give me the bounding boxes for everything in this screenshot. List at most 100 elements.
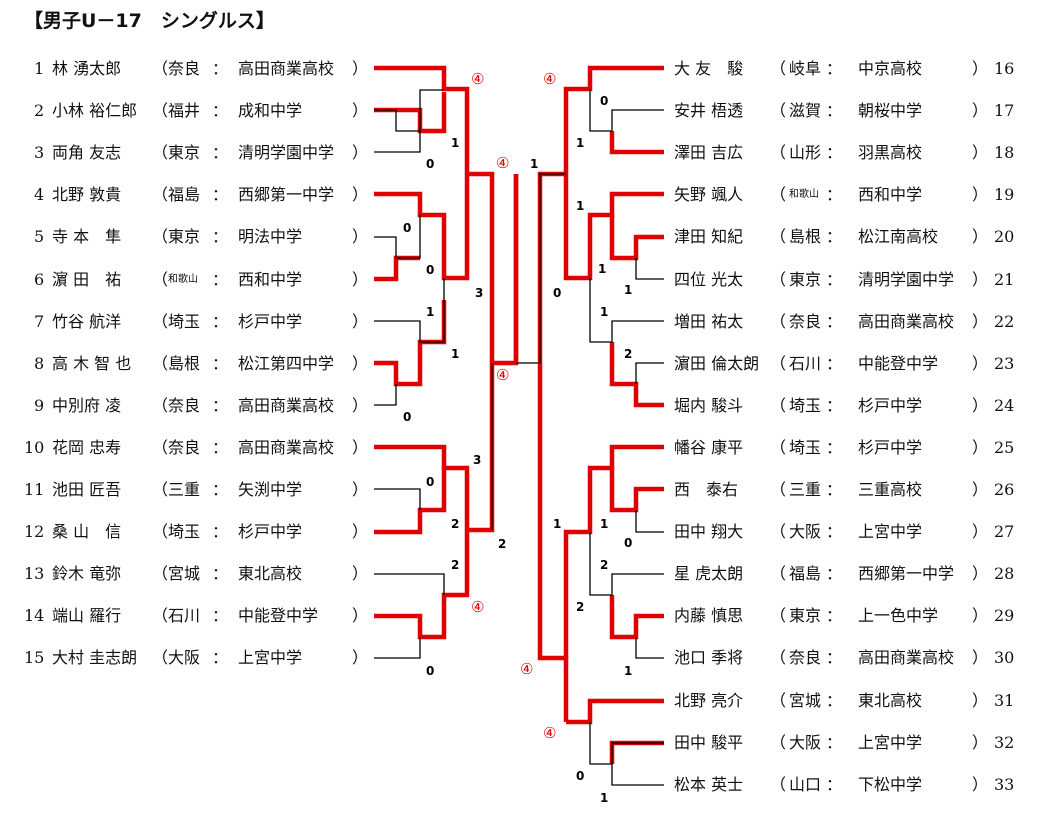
- paren-close: ）: [972, 522, 989, 542]
- colon: ：: [212, 648, 229, 668]
- loser-line: [374, 384, 397, 406]
- paren-open: （: [770, 774, 787, 794]
- player-row: 安井 梧透（滋賀：朝桜中学）17: [0, 100, 1046, 122]
- loser-line: [635, 362, 664, 384]
- paren-close: ）: [972, 648, 989, 668]
- paren-open: （: [152, 606, 169, 626]
- player-school: 中能登中学: [238, 606, 319, 626]
- paren-open: （: [770, 269, 787, 289]
- player-school: 松江第四中学: [238, 353, 335, 373]
- player-name: 澤田 吉広: [674, 143, 744, 163]
- paren-open: （: [770, 59, 787, 78]
- colon: ：: [212, 395, 229, 415]
- player-school: 清明学園中学: [238, 143, 335, 163]
- player-prefecture: 東京: [789, 269, 822, 289]
- player-name: 鈴木 竜弥: [52, 564, 122, 584]
- player-prefecture: 宮城: [789, 690, 822, 710]
- player-seed: 2: [34, 101, 45, 121]
- score-label: 1: [576, 136, 584, 150]
- player-seed: 29: [994, 606, 1015, 626]
- player-name: 池田 匠吾: [52, 480, 122, 499]
- paren-open: （: [770, 648, 787, 668]
- loser-line: [635, 637, 664, 659]
- paren-close: ）: [352, 311, 369, 331]
- player-name: 端山 羅行: [52, 606, 122, 626]
- player-name: 小林 裕仁郎: [52, 101, 138, 121]
- paren-open: （: [152, 437, 169, 457]
- score-label: 1: [600, 791, 608, 805]
- colon: ：: [826, 437, 843, 457]
- colon: ：: [826, 395, 843, 415]
- loser-line: [589, 89, 664, 132]
- paren-open: （: [770, 480, 787, 499]
- player-school: 西和中学: [238, 269, 303, 289]
- paren-close: ）: [972, 353, 989, 373]
- player-seed: 22: [994, 311, 1015, 331]
- player-row: 北野 亮介（宮城：東北高校）31: [0, 690, 1046, 712]
- colon: ：: [212, 59, 229, 78]
- paren-open: （: [152, 269, 169, 289]
- player-name: 幡谷 康平: [674, 437, 744, 457]
- win-mark: ④: [543, 724, 556, 742]
- player-seed: 3: [34, 143, 45, 163]
- paren-close: ）: [972, 185, 989, 205]
- paren-open: （: [152, 395, 169, 415]
- colon: ：: [212, 143, 229, 163]
- score-label: 2: [498, 537, 506, 551]
- loser-line: [374, 89, 444, 132]
- score-label: 0: [426, 157, 434, 171]
- winner-line: [566, 698, 664, 725]
- player-seed: 33: [994, 774, 1015, 794]
- player-seed: 28: [994, 564, 1015, 584]
- paren-close: ）: [972, 690, 989, 710]
- player-seed: 1: [34, 59, 45, 78]
- player-prefecture: 奈良: [168, 437, 201, 457]
- player-name: 池口 季将: [674, 648, 744, 668]
- player-prefecture: 岐阜: [789, 59, 822, 78]
- score-label: 3: [475, 286, 483, 300]
- colon: ：: [212, 353, 229, 373]
- player-seed: 23: [994, 353, 1015, 373]
- paren-open: （: [770, 101, 787, 121]
- player-seed: 18: [994, 143, 1015, 163]
- player-seed: 27: [994, 522, 1015, 542]
- player-name: 濵 田 祐: [52, 269, 122, 289]
- player-prefecture: 大阪: [168, 648, 201, 668]
- paren-open: （: [770, 185, 787, 205]
- player-row: 堀内 駿斗（埼玉：杉戸中学）24: [0, 395, 1046, 417]
- paren-close: ）: [352, 227, 369, 247]
- player-name: 田中 駿平: [674, 732, 744, 752]
- paren-open: （: [152, 311, 169, 331]
- score-label: 1: [598, 262, 606, 276]
- player-seed: 19: [994, 185, 1015, 205]
- player-prefecture: 滋賀: [789, 101, 822, 121]
- player-prefecture: 福井: [168, 101, 201, 121]
- player-prefecture: 埼玉: [168, 522, 201, 542]
- colon: ：: [826, 59, 843, 78]
- loser-line: [374, 131, 421, 153]
- score-label: 1: [553, 517, 561, 531]
- paren-open: （: [770, 311, 787, 331]
- winner-line: [374, 532, 470, 640]
- player-school: 西郷第一中学: [238, 185, 335, 205]
- paren-open: （: [152, 101, 169, 121]
- player-row: 濵田 倫太朗（石川：中能登中学）23: [0, 353, 1046, 375]
- player-row: 四位 光太（東京：清明学園中学）21: [0, 269, 1046, 291]
- colon: ：: [212, 522, 229, 542]
- paren-close: ）: [352, 522, 369, 542]
- score-label: 0: [576, 769, 584, 783]
- paren-close: ）: [972, 606, 989, 626]
- score-label: 0: [426, 263, 434, 277]
- winner-line: [374, 65, 519, 366]
- player-school: 松江南高校: [858, 227, 939, 247]
- score-label: 1: [624, 664, 632, 678]
- player-seed: 24: [994, 395, 1015, 415]
- player-school: 高田商業高校: [858, 311, 955, 331]
- winner-line: [563, 444, 664, 658]
- player-row: 澤田 吉広（山形：羽黒高校）18: [0, 142, 1046, 164]
- player-row: 田中 駿平（大阪：上宮中学）32: [0, 732, 1046, 754]
